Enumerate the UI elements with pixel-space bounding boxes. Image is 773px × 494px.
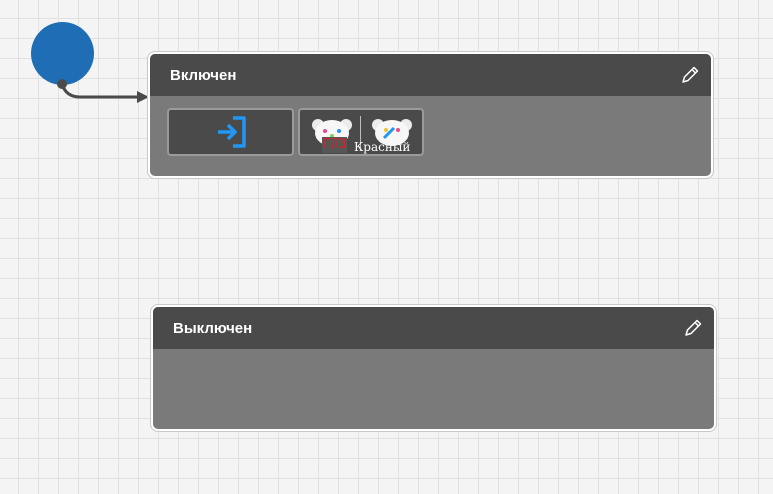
enter-icon (217, 116, 246, 148)
state-on[interactable]: Включен (148, 52, 713, 178)
state-off-header: Выключен (153, 307, 714, 349)
state-off-title: Выключен (173, 319, 253, 337)
light-color-action-button[interactable]: ГЛЗ Красный (298, 108, 424, 156)
state-on-header: Включен (150, 54, 711, 96)
action-divider (360, 116, 361, 150)
pencil-icon (682, 66, 699, 83)
state-off-actions (153, 349, 714, 409)
cat-palette-icon (372, 119, 412, 146)
pencil-icon (685, 319, 702, 336)
state-on-actions: ГЛЗ Красный (150, 96, 711, 156)
state-on-title: Включен (170, 66, 237, 84)
state-off[interactable]: Выключен (151, 305, 716, 431)
edit-state-on-button[interactable] (679, 64, 701, 86)
action-tag: ГЛЗ (322, 137, 348, 153)
initial-state-node[interactable] (31, 22, 94, 85)
action-value: Красный (354, 140, 411, 154)
enter-action-button[interactable] (167, 108, 294, 156)
edit-state-off-button[interactable] (682, 317, 704, 339)
